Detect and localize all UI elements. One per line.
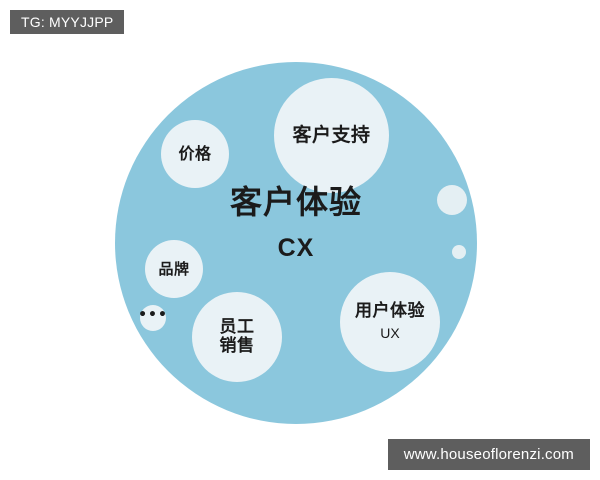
bubble-price-label: 价格 (178, 144, 212, 164)
ellipsis-icon: ••• (138, 306, 168, 323)
bubble-brand-label: 品牌 (158, 259, 190, 278)
watermark-top-left: TG: MYYJJPP (10, 10, 125, 34)
bubble-user-experience-abbr: UX (380, 325, 400, 342)
bubble-sales-label: 销售 (219, 336, 255, 356)
decorative-dot-small-icon (452, 245, 466, 259)
bubble-employee-label: 员工 (219, 316, 255, 337)
bubble-customer-support-label: 客户支持 (292, 123, 371, 146)
bubble-user-experience[interactable]: 用户体验 UX (340, 272, 440, 372)
bubble-more-ellipsis[interactable]: ••• (138, 305, 168, 331)
watermark-bottom-right: www.houseoflorenzi.com (387, 439, 590, 470)
decorative-dot-large-icon (437, 185, 467, 215)
bubble-brand[interactable]: 品牌 (145, 240, 203, 298)
bubble-employee-sales[interactable]: 员工 销售 (192, 292, 282, 382)
bubble-user-experience-label: 用户体验 (355, 301, 425, 322)
bubble-price[interactable]: 价格 (161, 120, 229, 188)
bubble-customer-support[interactable]: 客户支持 (274, 78, 389, 193)
